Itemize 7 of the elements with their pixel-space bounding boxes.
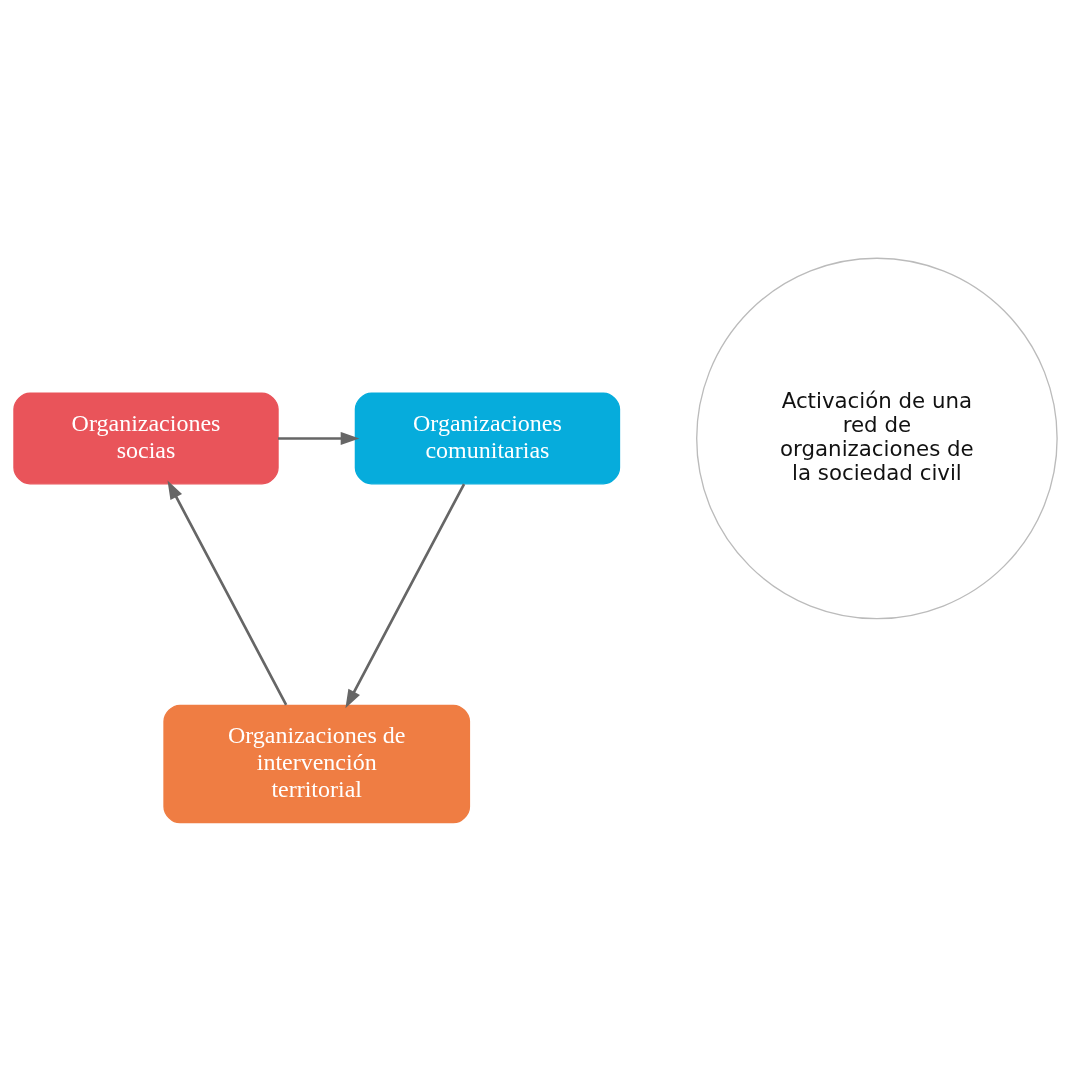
arrow [167,479,288,705]
node-circle: Activación de una red de organizaciones de la sociedad civil [696,257,1058,619]
node-box: Organizaciones de intervención territorial [163,704,471,823]
arrow [345,482,466,708]
arrow [278,431,360,445]
node-box: Organizaciones comunitarias [354,391,621,484]
node-box: Organizaciones socias [13,391,279,484]
